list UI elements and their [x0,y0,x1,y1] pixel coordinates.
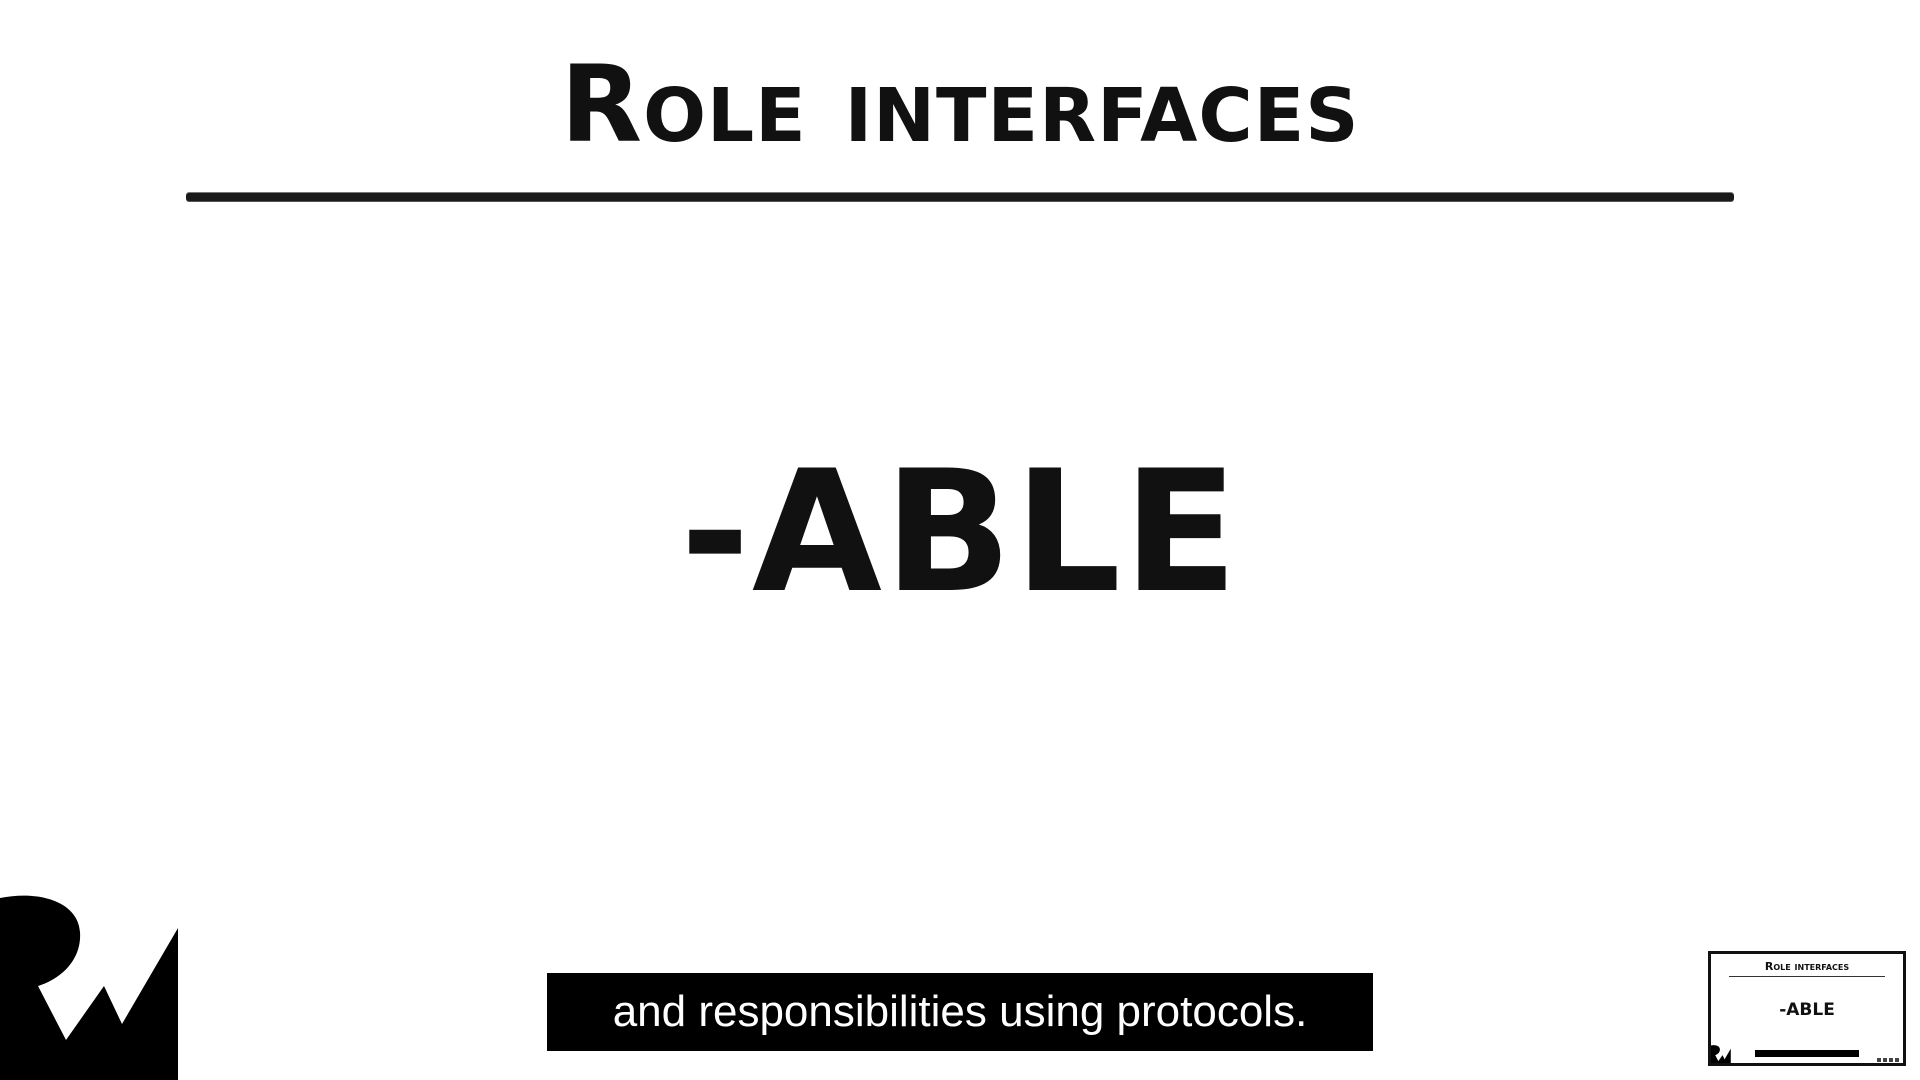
thumbnail-main-word: -ABLE [1779,1000,1835,1020]
thumbnail-logo-icon [1711,1045,1731,1063]
thumbnail-caption-bar [1755,1050,1859,1057]
slide-main-word: -ABLE [680,434,1240,630]
title-divider [186,193,1734,201]
thumbnail-title: Role interfaces [1764,960,1850,973]
thumbnail-divider [1729,976,1885,977]
thumbnail-controls [1877,1058,1899,1062]
slide-thumbnail-preview[interactable]: Role interfaces -ABLE [1708,951,1906,1066]
subtitle-caption: and responsibilities using protocols. [547,973,1373,1051]
rw-logo-icon [0,895,178,1080]
slide-title: Role interfaces [560,43,1360,166]
